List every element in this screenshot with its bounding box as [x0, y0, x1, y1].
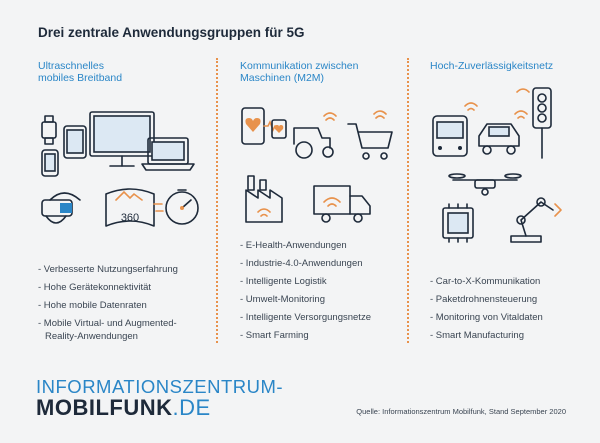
list-item: - Car-to-X-Kommunikation [430, 276, 541, 287]
column-heading: Ultraschnelles mobiles Breitband [38, 60, 123, 84]
traffic-light-icon [516, 87, 552, 159]
list-item: - Smart Manufacturing [430, 330, 524, 341]
drone-icon [448, 173, 522, 196]
broadband-bullets: - Verbesserte Nutzungserfahrung - Hohe G… [38, 263, 210, 348]
brand-logo: INFORMATIONSZENTRUM- MOBILFUNK.DE [36, 376, 284, 420]
column-heading: Kommunikation zwischen Maschinen (M2M) [240, 60, 359, 84]
list-item: - Hohe mobile Datenraten [38, 300, 147, 311]
column-divider [216, 58, 218, 343]
list-item: - Paketdrohnensteuerung [430, 294, 538, 305]
speed-gauge-icon [153, 189, 199, 225]
tablet-icon [63, 125, 87, 159]
list-item: - Industrie-4.0-Anwendungen [240, 258, 363, 269]
column-m2m: Kommunikation zwischen Maschinen (M2M) [240, 60, 410, 84]
smartwatch-icon [41, 115, 57, 145]
delivery-truck-icon [313, 185, 371, 223]
list-item: - E-Health-Anwendungen [240, 240, 347, 251]
list-item: - Monitoring von Vitaldaten [430, 312, 543, 323]
car-icon [478, 110, 528, 155]
list-item: - Smart Farming [240, 330, 309, 341]
m2m-icons [241, 107, 393, 223]
reliability-icons [432, 87, 562, 243]
shopping-cart-icon [347, 110, 393, 160]
factory-icon [245, 175, 283, 223]
page-title: Drei zentrale Anwendungsgruppen für 5G [38, 25, 305, 40]
column-broadband: Ultraschnelles mobiles Breitband [38, 60, 208, 84]
list-item: - Intelligente Versorgungsnetze [240, 312, 371, 323]
robot-arm-icon [510, 197, 562, 243]
reliability-bullets: - Car-to-X-Kommunikation - Paketdrohnens… [430, 275, 590, 347]
list-item: - Hohe Gerätekonnektivität [38, 282, 152, 293]
svg-text:360: 360 [121, 212, 139, 224]
list-item: - Mobile Virtual- und Augmented- Reality… [38, 318, 177, 342]
smartphone-icon [41, 149, 59, 177]
list-item: - Intelligente Logistik [240, 276, 327, 287]
health-watch-icon [271, 119, 287, 139]
source-note: Quelle: Informationszentrum Mobilfunk, S… [356, 407, 566, 416]
column-divider [407, 58, 409, 343]
broadband-icons: 360 [41, 111, 199, 227]
360-view-icon: 360 [105, 188, 155, 227]
vr-headset-icon [41, 192, 81, 224]
m2m-bullets: - E-Health-Anwendungen - Industrie-4.0-A… [240, 239, 410, 347]
list-item: - Umwelt-Monitoring [240, 294, 325, 305]
logo-line-2: MOBILFUNK.DE [36, 395, 211, 420]
laptop-icon [141, 137, 195, 171]
column-reliability: Hoch-Zuverlässigkeitsnetz [430, 60, 590, 72]
tractor-icon [293, 112, 337, 159]
ai-chip-icon [442, 203, 474, 243]
monitor-icon [89, 111, 155, 167]
bus-icon [432, 102, 478, 157]
logo-line-1: INFORMATIONSZENTRUM- [36, 376, 284, 397]
column-heading: Hoch-Zuverlässigkeitsnetz [430, 60, 554, 72]
list-item: - Verbesserte Nutzungserfahrung [38, 264, 178, 275]
